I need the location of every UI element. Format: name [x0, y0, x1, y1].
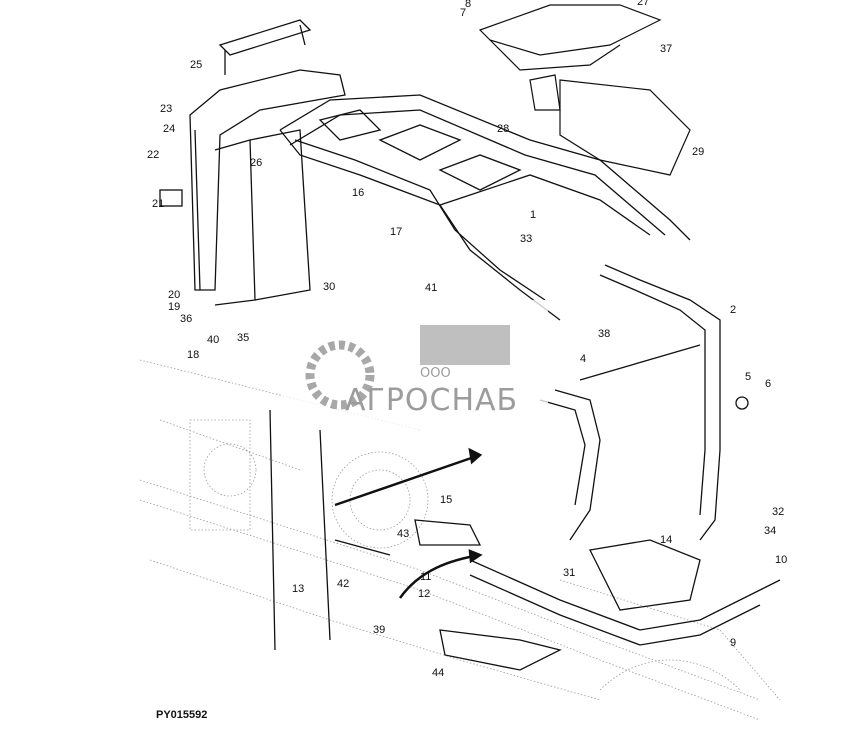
callout-9: 9	[730, 637, 736, 649]
callout-31: 31	[563, 567, 575, 579]
gear-icon	[305, 340, 375, 410]
main-frame	[279, 94, 691, 321]
callout-2: 2	[730, 304, 736, 316]
drawing-code: PY015592	[156, 709, 208, 721]
callout-42: 42	[337, 578, 349, 590]
callout-35: 35	[237, 332, 249, 344]
left-post	[159, 19, 346, 306]
callout-24: 24	[163, 123, 175, 135]
callout-19: 19	[168, 301, 180, 313]
callout-7: 7	[460, 7, 466, 19]
callout-33: 33	[520, 233, 532, 245]
callout-34: 34	[764, 525, 776, 537]
callout-1: 1	[530, 209, 536, 221]
callout-23: 23	[160, 103, 172, 115]
callout-14: 14	[660, 534, 672, 546]
callout-13: 13	[292, 583, 304, 595]
callout-43: 43	[397, 528, 409, 540]
callout-36: 36	[180, 313, 192, 325]
top-cover	[478, 4, 691, 176]
callout-8: 8	[465, 0, 471, 10]
callout-27: 27	[637, 0, 649, 8]
callout-17: 17	[390, 226, 402, 238]
callout-26: 26	[250, 157, 262, 169]
callout-5: 5	[745, 371, 751, 383]
right-frame	[539, 264, 749, 541]
callout-6: 6	[765, 378, 771, 390]
watermark-name: АГРОСНАБ	[345, 383, 518, 418]
watermark: ООО АГРОСНАБ	[282, 300, 548, 430]
harvester-icon	[420, 325, 510, 365]
callout-30: 30	[323, 281, 335, 293]
callout-10: 10	[775, 554, 787, 566]
callout-37: 37	[660, 43, 672, 55]
callout-44: 44	[432, 667, 444, 679]
callout-16: 16	[352, 187, 364, 199]
callout-labels: 1245678910111213141516171819202122232425…	[147, 0, 787, 679]
arrows	[334, 447, 483, 599]
callout-38: 38	[598, 328, 610, 340]
callout-29: 29	[692, 146, 704, 158]
callout-15: 15	[440, 494, 452, 506]
callout-21: 21	[152, 198, 164, 210]
callout-22: 22	[147, 149, 159, 161]
callout-25: 25	[190, 59, 202, 71]
callout-12: 12	[418, 588, 430, 600]
callout-39: 39	[373, 624, 385, 636]
callout-11: 11	[420, 571, 431, 583]
watermark-small: ООО	[420, 366, 451, 381]
callout-4: 4	[580, 353, 586, 365]
callout-18: 18	[187, 349, 199, 361]
callout-28: 28	[497, 123, 509, 135]
floor-assembly	[269, 409, 781, 671]
callout-41: 41	[425, 282, 437, 294]
callout-40: 40	[207, 334, 219, 346]
callout-32: 32	[772, 506, 784, 518]
callout-20: 20	[168, 289, 180, 301]
